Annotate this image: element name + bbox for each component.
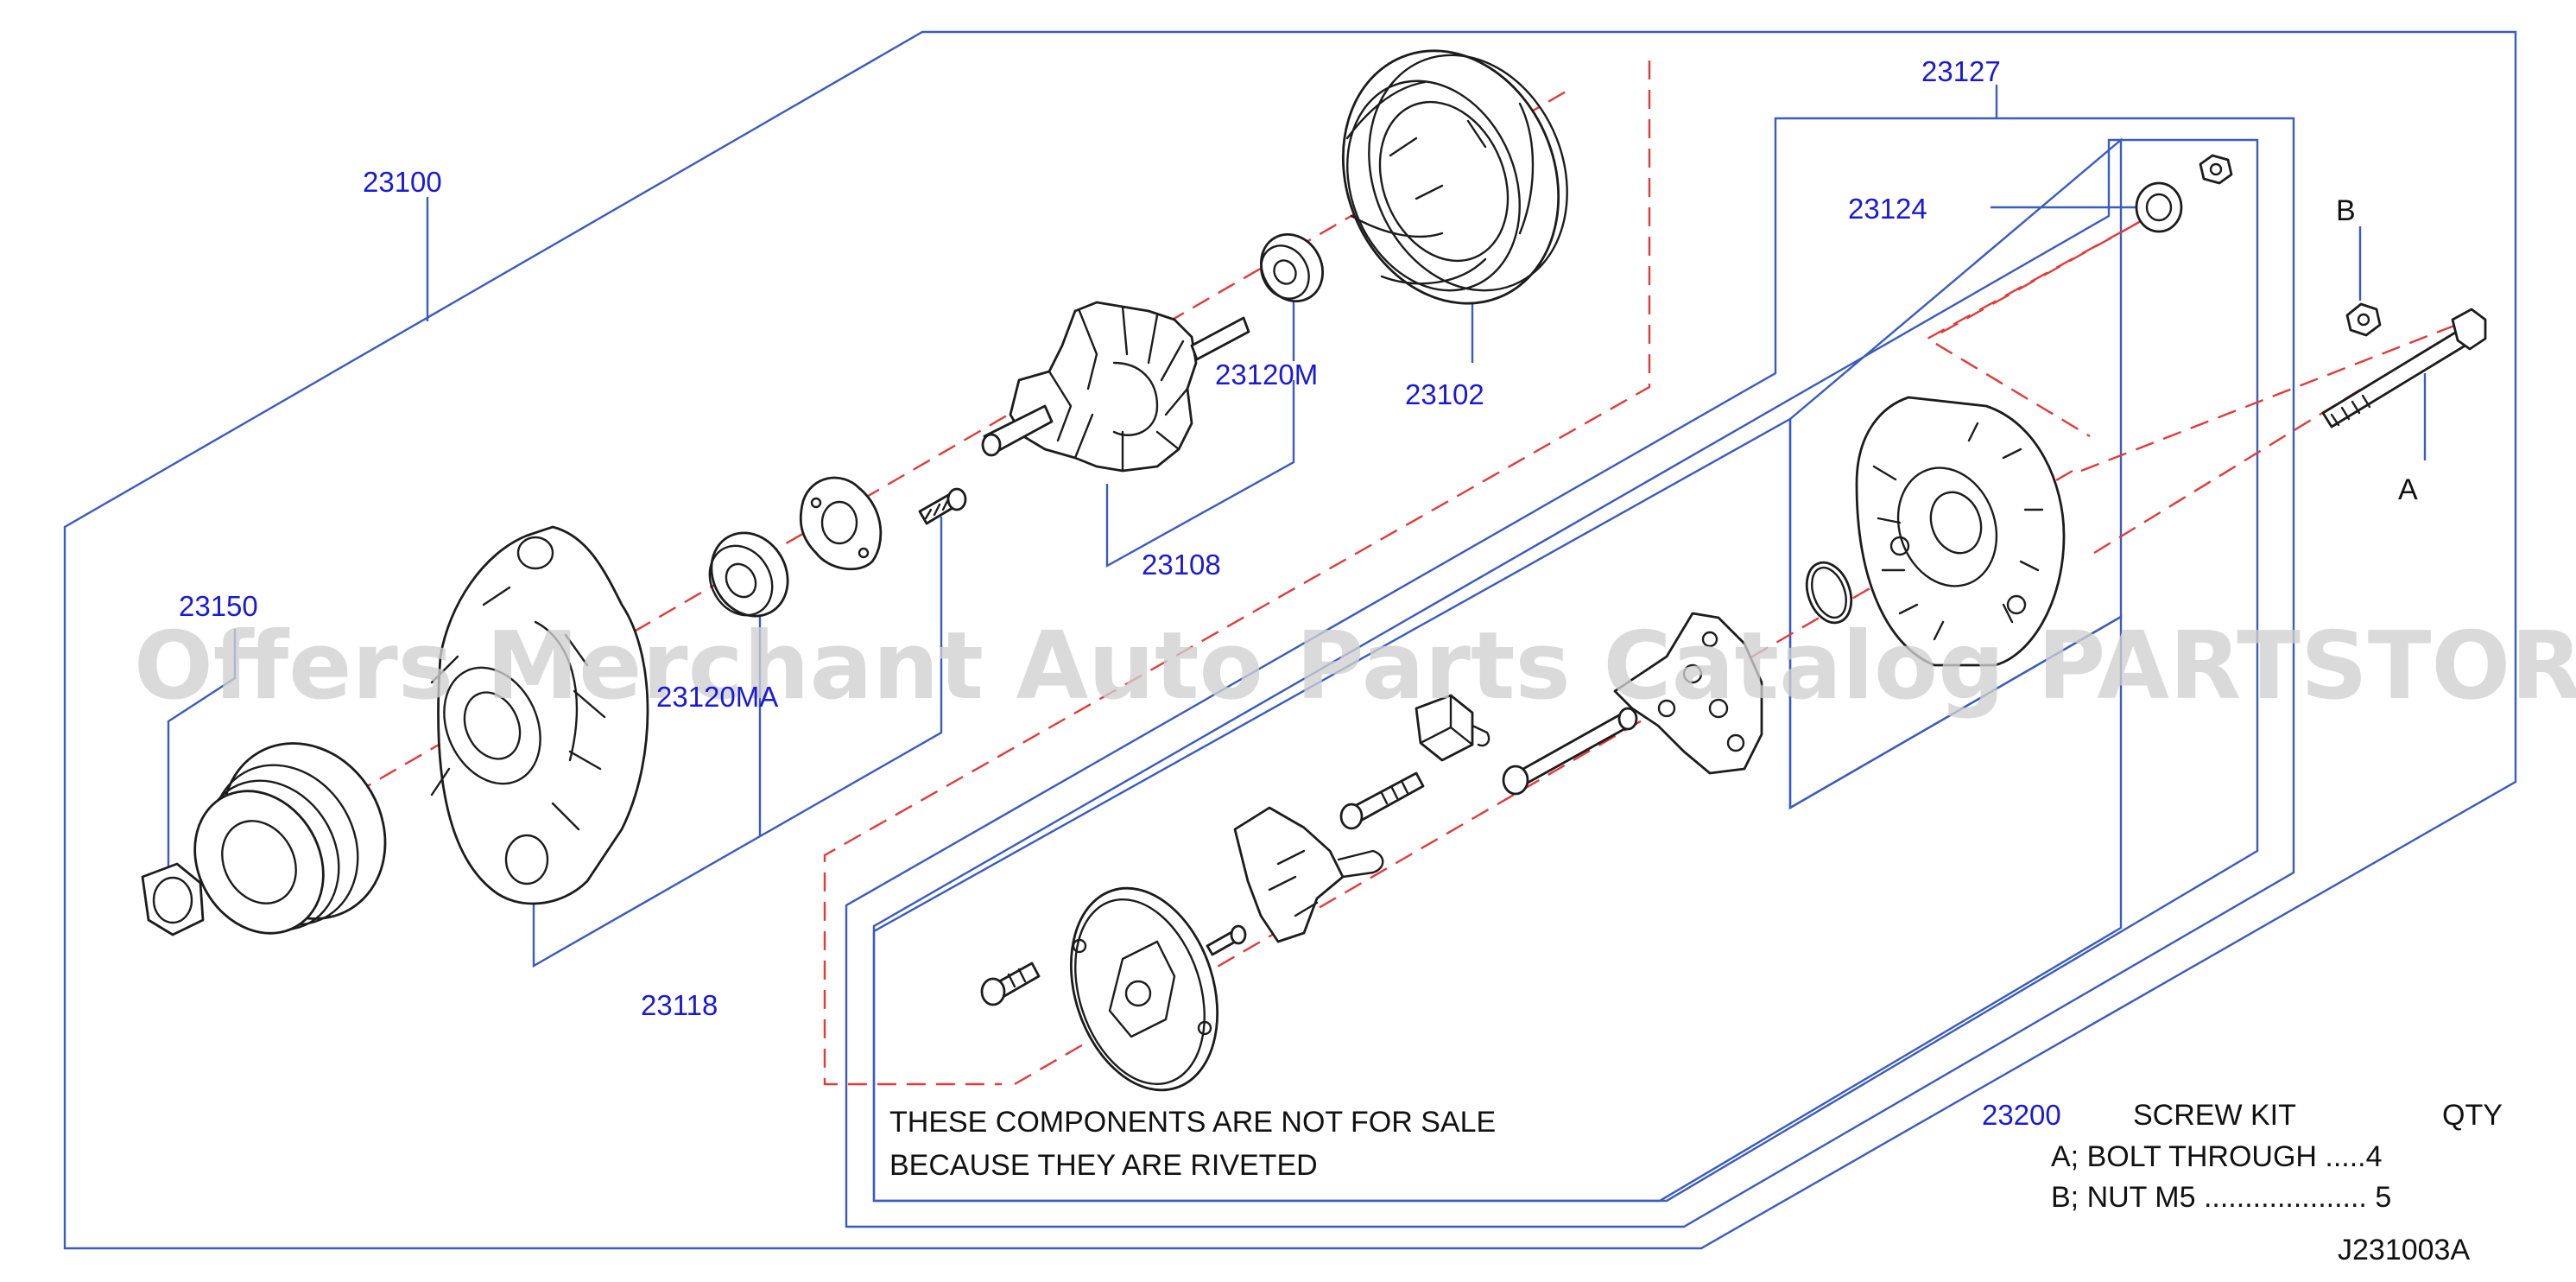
rear-bearing xyxy=(1260,233,1324,302)
frame-23127 xyxy=(845,117,2295,1228)
callout-23127[interactable]: 23127 xyxy=(1921,55,2001,87)
axis-kit-left xyxy=(823,60,1651,1086)
screw-kit-title: SCREW KIT xyxy=(2133,1099,2296,1132)
leader-23118 xyxy=(532,517,943,968)
axis-stud xyxy=(2093,387,2363,555)
terminal-nut xyxy=(2199,154,2233,185)
rear-plate xyxy=(1069,886,1219,1092)
retainer-screw xyxy=(918,487,967,525)
axis-main xyxy=(150,89,1568,913)
callout-23150[interactable]: 23150 xyxy=(179,590,258,622)
callout-23102[interactable]: 23102 xyxy=(1405,378,1484,410)
frame-23100 xyxy=(63,30,2517,1250)
callout-23120M[interactable]: 23120M xyxy=(1215,359,1318,390)
letter-B: B xyxy=(2336,194,2356,227)
callout-23120MA[interactable]: 23120MA xyxy=(656,681,778,713)
screw-kit-row-a: A; BOLT THROUGH .....4 xyxy=(2051,1140,2383,1173)
frame-riveted-sub xyxy=(872,416,2123,1203)
callout-23118[interactable]: 23118 xyxy=(641,989,718,1021)
callout-23100[interactable]: 23100 xyxy=(363,166,442,198)
through-nut-b xyxy=(2345,302,2382,337)
callout-23108[interactable]: 23108 xyxy=(1142,549,1221,581)
brush-holder xyxy=(1233,806,1384,943)
through-bolt-a xyxy=(2321,308,2487,428)
note-line-2: BECAUSE THEY ARE RIVETED xyxy=(889,1149,1318,1182)
axis-bolt xyxy=(2080,318,2471,473)
diagram-code: J231003A xyxy=(2338,1234,2470,1266)
pulley-nut xyxy=(141,862,205,936)
regulator-bolt xyxy=(1339,771,1425,830)
pulley xyxy=(193,742,387,935)
leader-23108 xyxy=(1105,380,1295,568)
front-bearing xyxy=(708,531,789,618)
regulator xyxy=(1415,694,1491,762)
leader-23150 xyxy=(167,629,237,877)
letter-A: A xyxy=(2398,473,2418,506)
screw-kit-qty-header: QTY xyxy=(2442,1099,2503,1132)
rear-housing xyxy=(1855,396,2066,667)
callout-23200[interactable]: 23200 xyxy=(1982,1099,2061,1131)
front-housing xyxy=(430,525,649,905)
callout-23124[interactable]: 23124 xyxy=(1848,193,1927,225)
brush-screw xyxy=(1206,924,1247,956)
watermark: Offers Merchant Auto Parts Catalog PARTS… xyxy=(134,612,2576,720)
screw-kit-row-b: B; NUT M5 .................... 5 xyxy=(2051,1181,2391,1214)
bearing-retainer xyxy=(799,476,883,571)
plate-screw xyxy=(980,962,1041,1006)
rectifier xyxy=(1613,612,1763,775)
note-line-1: THESE COMPONENTS ARE NOT FOR SALE xyxy=(889,1106,1496,1139)
rectifier-bolt xyxy=(1502,707,1638,796)
o-ring xyxy=(1805,561,1853,625)
rotor xyxy=(981,301,1250,473)
stator xyxy=(1341,49,1568,305)
terminal-cap xyxy=(2135,181,2183,233)
